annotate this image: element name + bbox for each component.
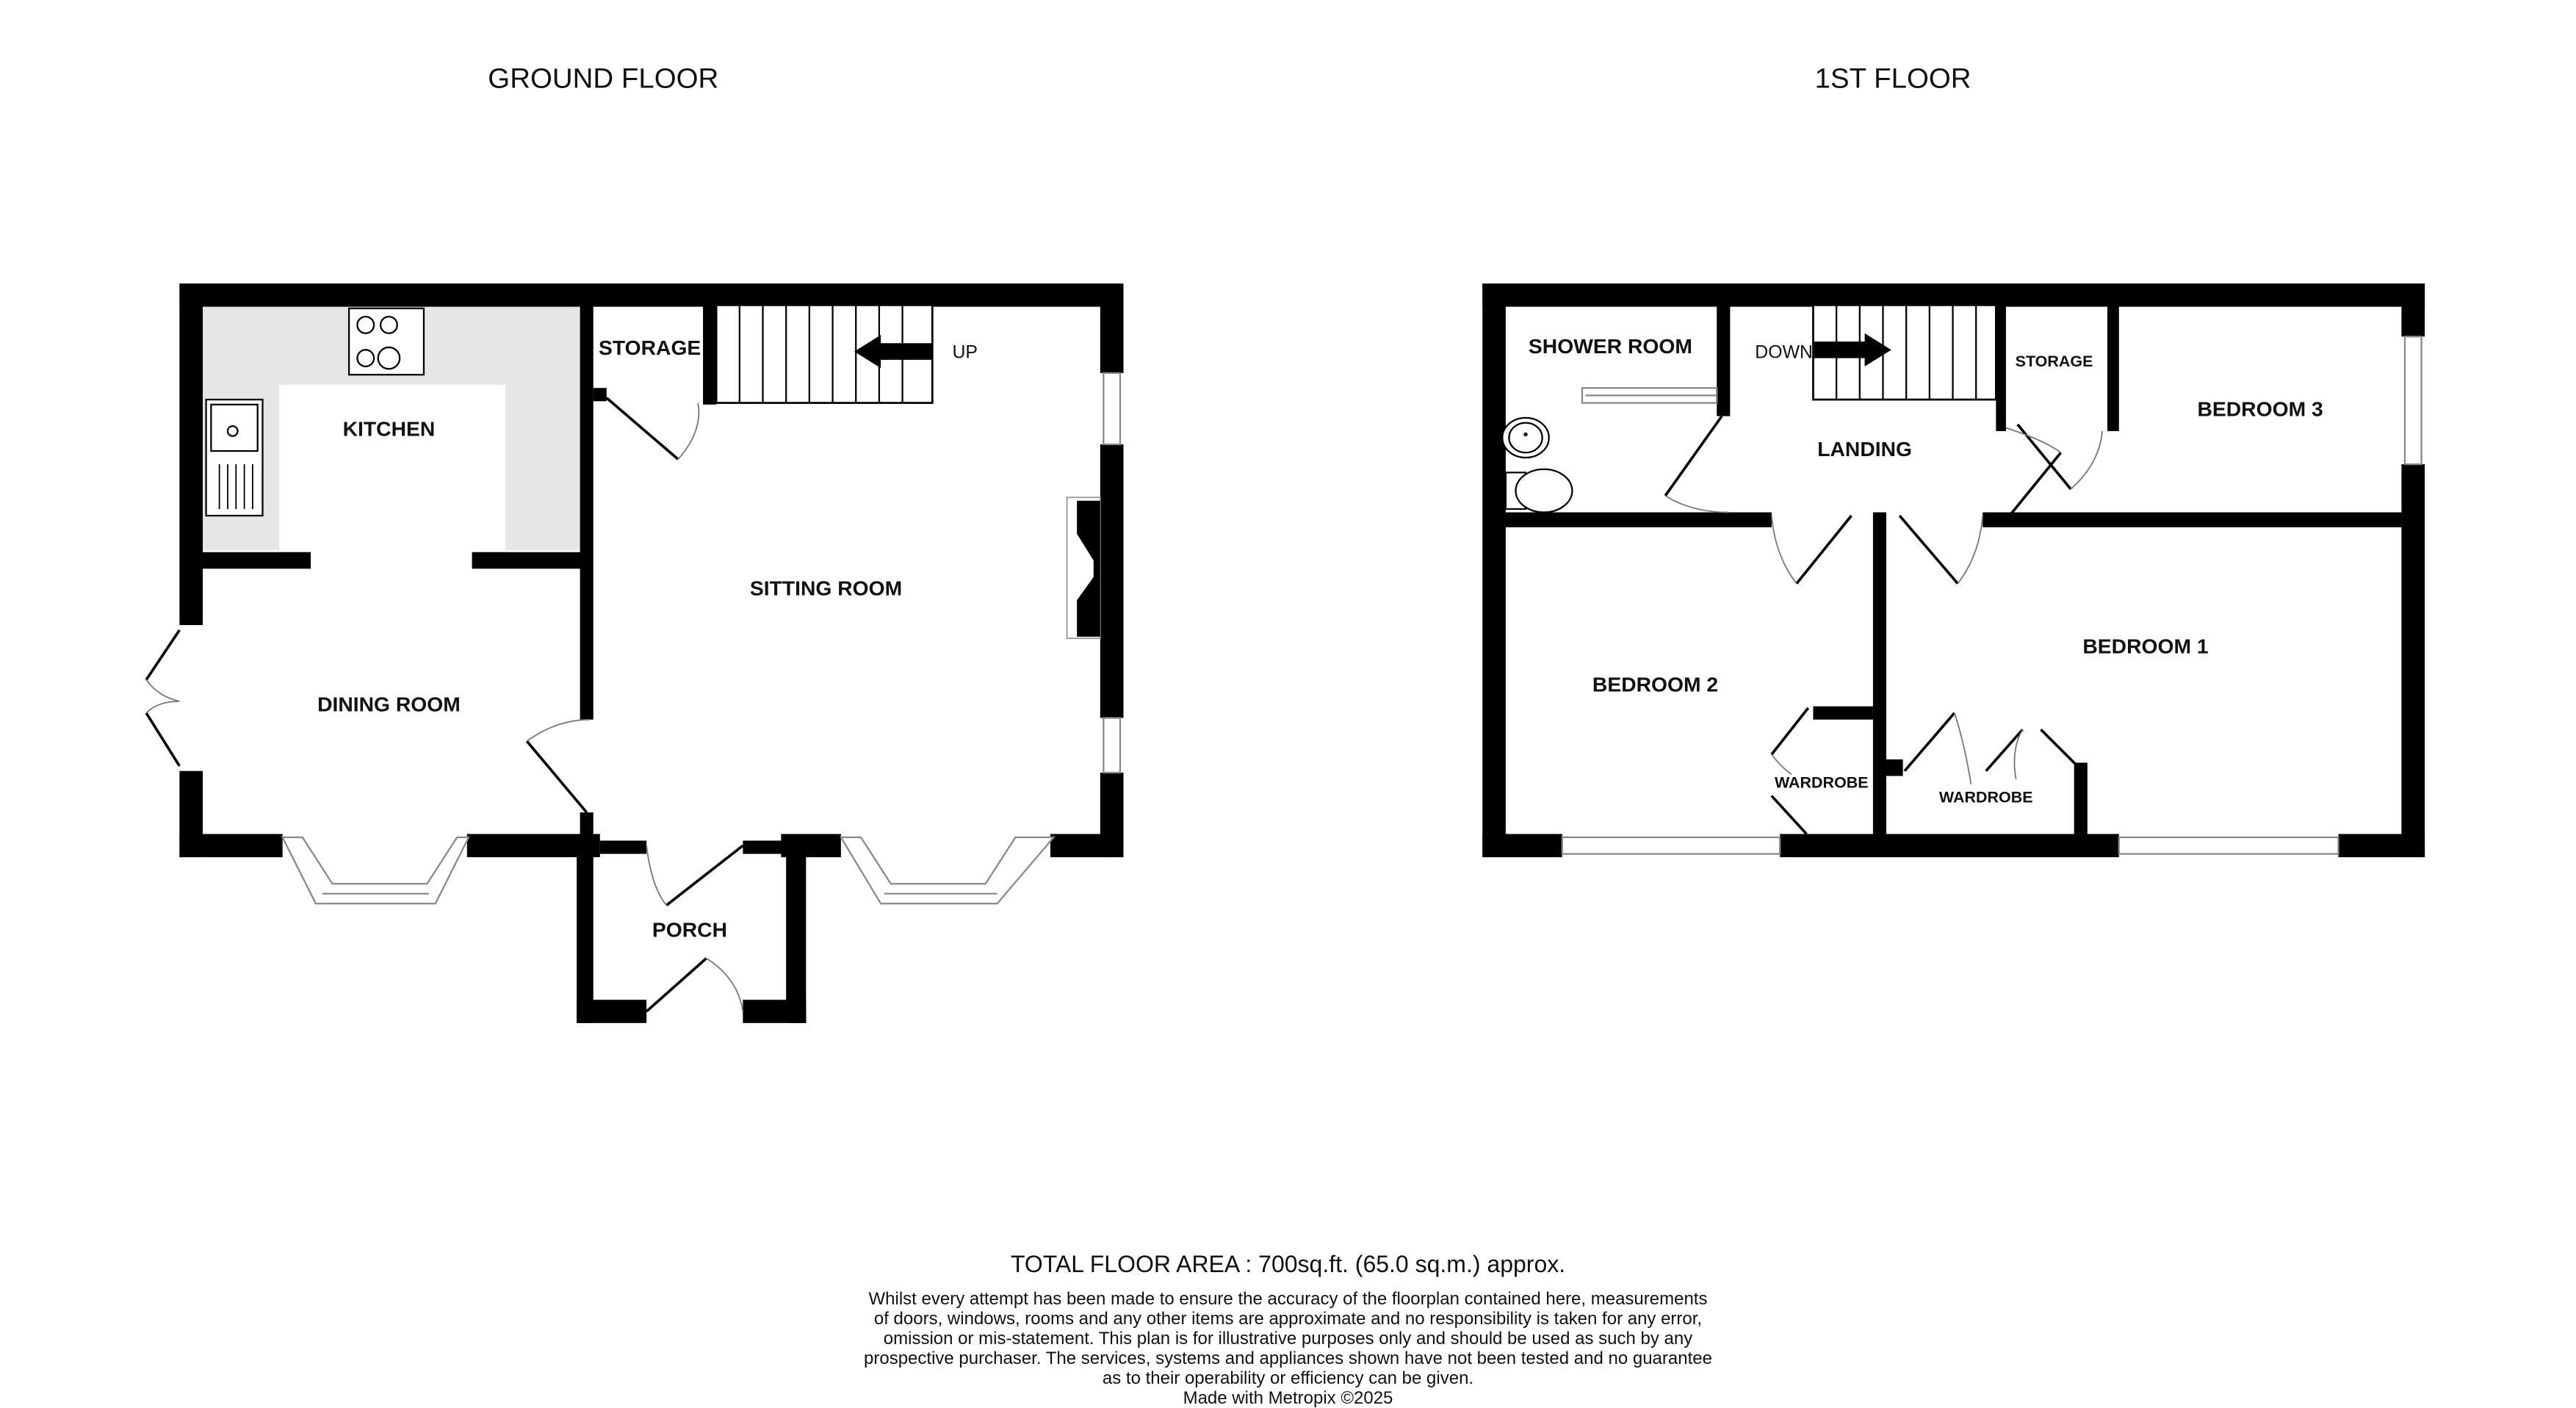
shower-icon <box>1581 387 1718 404</box>
window <box>2118 836 2339 855</box>
stairs-icon <box>715 304 934 404</box>
room-label-storage-first: STORAGE <box>2016 353 2093 370</box>
ground-floor-plan: UP KITCHEN STORAGE SITTING ROOM DINING R… <box>145 284 1124 1023</box>
room-label-bedroom-2: BEDROOM 2 <box>1592 672 1718 696</box>
first-floor-title: 1ST FLOOR <box>1815 63 1971 95</box>
bay-window-sitting <box>839 836 1056 905</box>
stairs-arrow-down-icon <box>1813 333 1891 367</box>
room-label-shower-room: SHOWER ROOM <box>1529 334 1692 358</box>
first-floor-plan: DOWN <box>1482 284 2425 858</box>
room-label-storage: STORAGE <box>599 336 701 359</box>
fireplace-icon <box>1066 497 1101 640</box>
room-label-wardrobe-bedroom-2: WARDROBE <box>1775 773 1869 791</box>
disclaimer-line: omission or mis-statement. This plan is … <box>883 1329 1693 1349</box>
room-label-wardrobe-bedroom-1: WARDROBE <box>1939 789 2033 806</box>
total-floor-area: TOTAL FLOOR AREA : 700sq.ft. (65.0 sq.m.… <box>1010 1251 1566 1277</box>
room-label-bedroom-3: BEDROOM 3 <box>2198 397 2323 421</box>
disclaimer: Whilst every attempt has been made to en… <box>0 1289 2576 1408</box>
room-label-landing: LANDING <box>1817 437 1912 461</box>
window <box>1103 717 1122 774</box>
doors-first <box>1664 415 2104 835</box>
bay-window-dining <box>281 836 470 905</box>
room-label-sitting-room: SITTING ROOM <box>750 576 902 599</box>
window <box>2403 336 2422 466</box>
doors-ground <box>145 397 744 1013</box>
stairs-icon <box>1812 304 1997 401</box>
stairs-down-label: DOWN <box>1755 343 1813 363</box>
disclaimer-line: prospective purchaser. The services, sys… <box>864 1349 1712 1368</box>
toilet-icon <box>1504 468 1573 513</box>
stairs-arrow-up-icon <box>854 334 933 369</box>
hob-icon <box>348 307 425 376</box>
window <box>1103 372 1122 446</box>
stairs-up-label: UP <box>952 343 978 363</box>
credit: Made with Metropix ©2025 <box>1183 1388 1393 1408</box>
disclaimer-line: Whilst every attempt has been made to en… <box>868 1289 1708 1309</box>
basin-icon <box>1501 416 1550 459</box>
disclaimer-line: as to their operability or efficiency ca… <box>1102 1368 1474 1388</box>
room-label-dining-room: DINING ROOM <box>317 692 461 715</box>
room-label-porch: PORCH <box>652 917 727 941</box>
ground-floor-title: GROUND FLOOR <box>488 63 718 95</box>
sink-icon <box>205 398 264 517</box>
room-label-kitchen: KITCHEN <box>343 417 436 441</box>
room-label-bedroom-1: BEDROOM 1 <box>2082 634 2208 657</box>
disclaimer-line: of doors, windows, rooms and any other i… <box>873 1309 1703 1329</box>
window <box>1561 836 1781 855</box>
